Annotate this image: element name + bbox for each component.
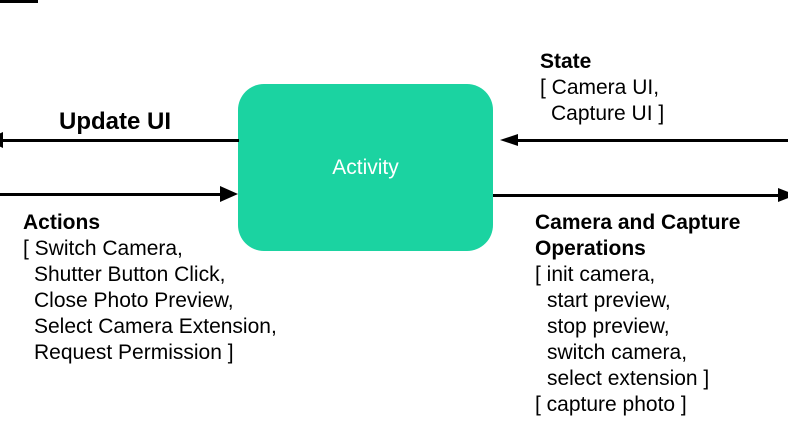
top-left-artifact-bar	[0, 0, 38, 3]
update-ui-line	[0, 139, 239, 142]
camera-ops-item: stop preview,	[547, 315, 670, 338]
state-arrowhead-left-icon	[500, 134, 518, 146]
actions-arrowhead-right-icon	[220, 186, 238, 202]
actions-item: Select Camera Extension,	[34, 315, 277, 338]
actions-title: Actions	[23, 211, 101, 234]
camera-ops-item: [ capture photo ]	[535, 393, 687, 416]
state-item: Capture UI ]	[551, 102, 665, 125]
camera-ops-item: [ init camera,	[535, 263, 656, 286]
camera-ops-item: start preview,	[547, 289, 671, 312]
state-block: State [ Camera UI, Capture UI ]	[540, 49, 664, 127]
state-line	[517, 139, 788, 142]
camera-ops-block: Camera and Capture Operations [ init cam…	[535, 210, 740, 418]
activity-node-label: Activity	[332, 155, 399, 179]
actions-line	[0, 193, 222, 196]
camera-ops-line	[493, 194, 780, 197]
activity-node: Activity	[238, 84, 493, 251]
camera-ops-title: Operations	[535, 237, 646, 260]
actions-block: Actions [ Switch Camera, Shutter Button …	[23, 210, 277, 366]
actions-item: [ Switch Camera,	[23, 237, 183, 260]
camera-ops-title: Camera and Capture	[535, 211, 741, 234]
actions-item: Shutter Button Click,	[34, 263, 226, 286]
update-ui-arrowhead-left-icon	[0, 132, 3, 148]
state-title: State	[540, 50, 592, 73]
state-item: [ Camera UI,	[540, 76, 660, 99]
camera-ops-item: switch camera,	[547, 341, 688, 364]
camera-ops-arrowhead-right-icon	[778, 188, 788, 202]
camera-ops-item: select extension ]	[547, 367, 710, 390]
actions-item: Request Permission ]	[34, 341, 234, 364]
actions-item: Close Photo Preview,	[34, 289, 234, 312]
update-ui-label: Update UI	[59, 108, 172, 135]
